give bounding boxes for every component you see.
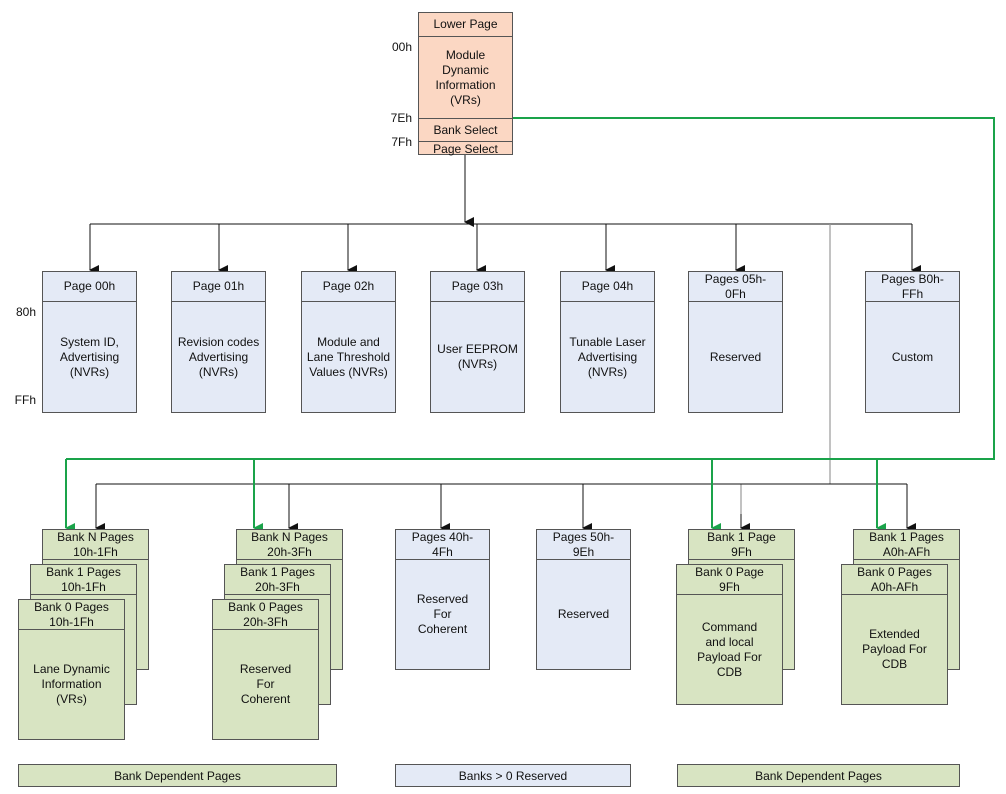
upper-page-header: Page 01h <box>172 272 265 302</box>
legend-bank-dependent-right: Bank Dependent Pages <box>677 764 960 787</box>
legend-banks-reserved: Banks > 0 Reserved <box>395 764 631 787</box>
bank-page-header: Bank 0 Pages A0h-AFh <box>842 565 947 595</box>
upper-page-body: Reserved <box>557 607 610 621</box>
bank-select-byte: Bank Select <box>419 119 512 142</box>
bank-page-body: Reserved For Coherent <box>239 662 292 706</box>
upper-page-header: Page 02h <box>302 272 395 302</box>
upper-page: Page 01h Revision codes Advertising (NVR… <box>171 271 266 413</box>
module-dynamic-info: Module Dynamic Information (VRs) <box>419 37 512 119</box>
upper-page-header: Pages B0h-FFh <box>866 272 959 302</box>
bank-page-body: Command and local Payload For CDB <box>697 619 762 679</box>
bank-0-page: Bank 0 Page 9Fh Command and local Payloa… <box>676 564 783 705</box>
upper-page: Page 04h Tunable Laser Advertising (NVRs… <box>560 271 655 413</box>
address-ffh: FFh <box>14 393 36 407</box>
bank-page-header: Bank 1 Pages 20h-3Fh <box>225 565 330 595</box>
upper-page-body: Custom <box>891 349 934 364</box>
upper-page-header: Pages 05h-0Fh <box>689 272 782 302</box>
bank-page-header: Bank N Pages 10h-1Fh <box>43 530 148 560</box>
upper-page: Pages 05h-0Fh Reserved <box>688 271 783 413</box>
upper-page-body: Reserved For Coherent <box>416 592 469 636</box>
address-7eh: 7Eh <box>390 111 412 125</box>
lower-page-map: Lower Page Module Dynamic Information (V… <box>418 12 513 155</box>
address-7fh: 7Fh <box>391 135 412 149</box>
bank-0-page: Bank 0 Pages 10h-1Fh Lane Dynamic Inform… <box>18 599 125 740</box>
bank-page-header: Bank 1 Pages A0h-AFh <box>854 530 959 560</box>
upper-page: Pages B0h-FFh Custom <box>865 271 960 413</box>
address-00h: 00h <box>391 40 412 54</box>
bank-0-page: Bank 0 Pages 20h-3Fh Reserved For Cohere… <box>212 599 319 740</box>
bank-page-header: Bank 1 Page 9Fh <box>689 530 794 560</box>
bank-page-header: Bank 1 Pages 10h-1Fh <box>31 565 136 595</box>
upper-page-body: Module and Lane Threshold Values (NVRs) <box>306 334 391 379</box>
upper-page-body: Tunable Laser Advertising (NVRs) <box>569 334 646 379</box>
page-select-byte: Page Select <box>433 141 498 156</box>
upper-page-header: Pages 50h-9Eh <box>537 530 630 560</box>
bank-select-wire <box>65 117 995 533</box>
upper-page-body: Reserved <box>709 349 762 364</box>
legend-bank-dependent-left: Bank Dependent Pages <box>18 764 337 787</box>
bank0-only-page: Pages 40h-4Fh Reserved For Coherent <box>395 529 490 670</box>
lower-page-header: Lower Page <box>419 13 512 37</box>
bank-page-body: Lane Dynamic Information (VRs) <box>33 662 110 706</box>
upper-page: Page 00h System ID, Advertising (NVRs) <box>42 271 137 413</box>
bank0-only-page: Pages 50h-9Eh Reserved <box>536 529 631 670</box>
bank-page-header: Bank 0 Pages 20h-3Fh <box>213 600 318 630</box>
upper-page-body: User EEPROM (NVRs) <box>437 342 518 371</box>
bank-page-body: Extended Payload For CDB <box>862 627 927 671</box>
bank-page-header: Bank N Pages 20h-3Fh <box>237 530 342 560</box>
upper-page-body: Revision codes Advertising (NVRs) <box>177 334 260 379</box>
page-select-tree <box>89 154 921 275</box>
bank-0-page: Bank 0 Pages A0h-AFh Extended Payload Fo… <box>841 564 948 705</box>
upper-page-header: Page 03h <box>431 272 524 302</box>
bank-page-header: Bank 0 Page 9Fh <box>677 565 782 595</box>
upper-page-header: Page 04h <box>561 272 654 302</box>
upper-page-body: System ID, Advertising (NVRs) <box>59 334 120 379</box>
upper-page: Page 02h Module and Lane Threshold Value… <box>301 271 396 413</box>
bank-tree <box>95 483 916 533</box>
upper-page: Page 03h User EEPROM (NVRs) <box>430 271 525 413</box>
bank-page-header: Bank 0 Pages 10h-1Fh <box>19 600 124 630</box>
upper-page-header: Pages 40h-4Fh <box>396 530 489 560</box>
address-80h: 80h <box>15 305 36 319</box>
upper-page-header: Page 00h <box>43 272 136 302</box>
